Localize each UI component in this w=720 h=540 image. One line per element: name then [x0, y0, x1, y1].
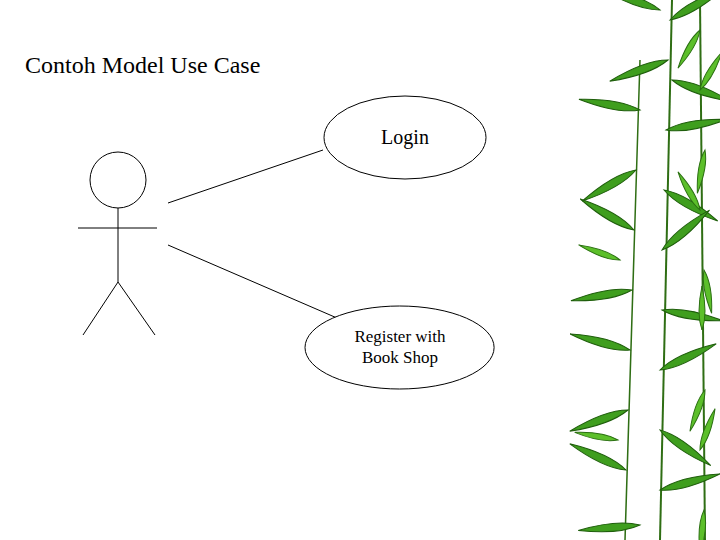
slide-title: Contoh Model Use Case — [25, 52, 260, 79]
use-case-ellipse: Register with Book Shop — [304, 305, 495, 390]
use-case-ellipse: Login — [323, 95, 487, 180]
bamboo-decoration — [568, 0, 720, 540]
ellipse-outline — [304, 305, 495, 390]
use-case-label: Register with Book Shop — [341, 326, 459, 369]
association-line — [168, 150, 337, 318]
actor-figure — [78, 152, 157, 335]
use-case-label: Login — [381, 125, 429, 150]
